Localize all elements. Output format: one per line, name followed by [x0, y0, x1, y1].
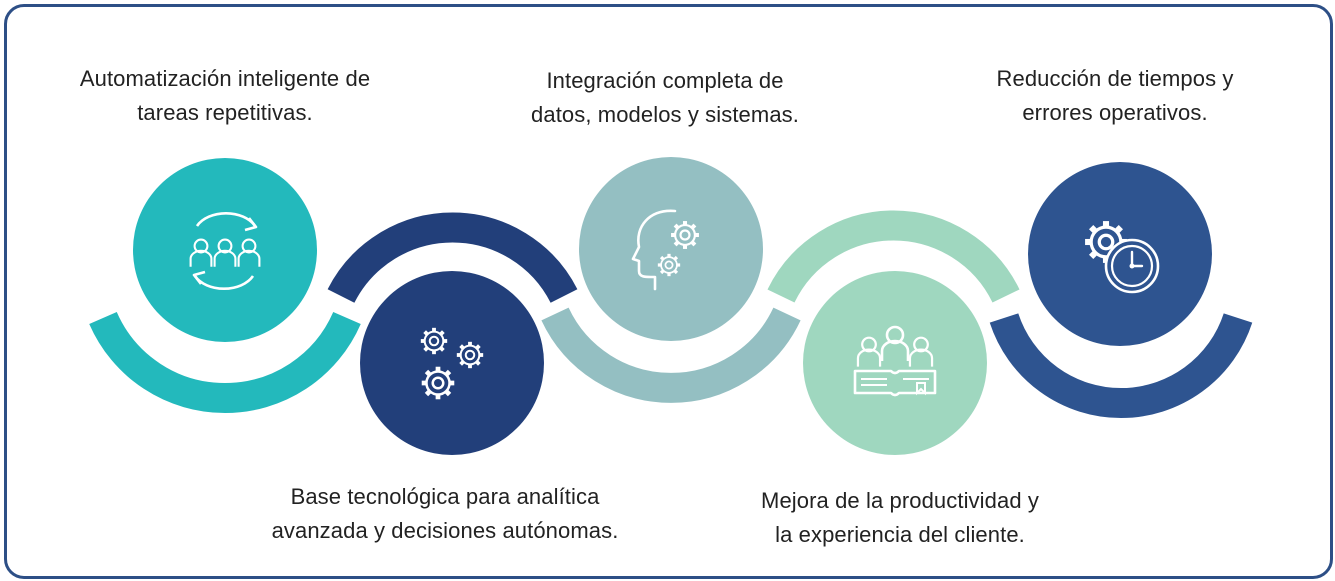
step-caption-1-line-2: tareas repetitivas.: [137, 100, 313, 125]
step-caption-1: Automatización inteligente de tareas rep…: [40, 62, 410, 130]
step-caption-4: Mejora de la productividad y la experien…: [710, 484, 1090, 552]
step-caption-2: Base tecnológica para analítica avanzada…: [240, 480, 650, 548]
step-circle-3: [579, 157, 763, 341]
step-caption-5-line-1: Reducción de tiempos y: [996, 66, 1234, 91]
connector-arc-5: [989, 313, 1253, 419]
step-circle-2: [360, 271, 544, 455]
gear-clock-icon: [1085, 221, 1160, 294]
step-caption-3: Integración completa de datos, modelos y…: [480, 64, 850, 132]
connector-arc-2: [327, 212, 578, 304]
connector-arc-3: [541, 307, 801, 403]
connector-arc-1: [89, 311, 361, 413]
group-book-icon: [853, 325, 937, 397]
step-caption-3-line-2: datos, modelos y sistemas.: [531, 102, 799, 127]
step-caption-4-line-2: la experiencia del cliente.: [775, 522, 1025, 547]
step-caption-2-line-2: avanzada y decisiones autónomas.: [271, 518, 619, 543]
connector-arc-4: [767, 210, 1020, 303]
head-gears-icon: [631, 209, 699, 291]
step-caption-2-line-1: Base tecnológica para analítica: [290, 484, 600, 509]
step-circle-4: [803, 271, 987, 455]
step-caption-5: Reducción de tiempos y errores operativo…: [930, 62, 1300, 130]
step-caption-5-line-2: errores operativos.: [1022, 100, 1208, 125]
step-caption-1-line-1: Automatización inteligente de: [79, 66, 371, 91]
step-caption-4-line-1: Mejora de la productividad y: [761, 488, 1039, 513]
step-caption-3-line-1: Integración completa de: [546, 68, 784, 93]
team-cycle-icon: [189, 212, 261, 290]
